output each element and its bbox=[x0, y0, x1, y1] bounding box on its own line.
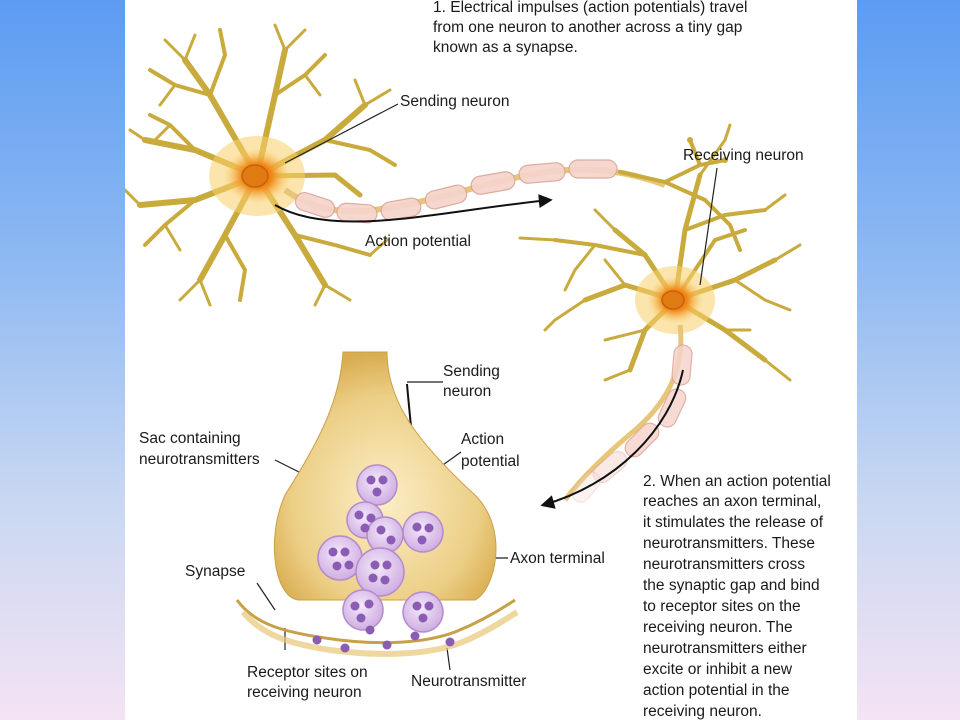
label-synapse: Synapse bbox=[185, 563, 245, 580]
receiving-membrane bbox=[235, 598, 516, 645]
receiving-membrane-inner bbox=[240, 609, 519, 657]
label-action-potential-2-line-2: potential bbox=[461, 453, 520, 470]
sending-neuron-nucleus bbox=[241, 164, 269, 188]
caption-bottom-line-10: excite or inhibit a new bbox=[643, 661, 793, 678]
diagram-panel: 1. Electrical impulses (action potential… bbox=[125, 0, 857, 720]
label-action-potential-2-line-1: Action bbox=[461, 431, 504, 448]
neurotransmitter-particles bbox=[312, 475, 455, 653]
receiving-neuron-nucleus bbox=[661, 290, 685, 310]
caption-bottom-line-12: receiving neuron. bbox=[643, 703, 762, 720]
caption-bottom-line-5: neurotransmitters cross bbox=[643, 556, 805, 573]
caption-bottom: 2. When an action potential reaches an a… bbox=[643, 473, 831, 720]
label-neurotransmitter: Neurotransmitter bbox=[411, 673, 526, 690]
label-sac-line-1: Sac containing bbox=[139, 430, 241, 447]
label-sending-neuron-2-line-2: neuron bbox=[443, 383, 491, 400]
caption-bottom-line-7: to receptor sites on the bbox=[643, 598, 801, 615]
label-sac-line-2: neurotransmitters bbox=[139, 451, 260, 468]
label-receiving-neuron: Receiving neuron bbox=[683, 147, 804, 164]
caption-bottom-line-11: action potential in the bbox=[643, 682, 790, 699]
caption-top-line-1: 1. Electrical impulses (action potential… bbox=[433, 0, 747, 16]
label-axon-terminal: Axon terminal bbox=[510, 550, 605, 567]
receiving-axon-arrow bbox=[540, 369, 684, 509]
sending-axon bbox=[283, 137, 742, 252]
label-receptor-sites-line-2: receiving neuron bbox=[247, 684, 362, 701]
label-sending-neuron: Sending neuron bbox=[400, 93, 509, 110]
caption-bottom-line-8: receiving neuron. The bbox=[643, 619, 793, 636]
action-potential-arrow bbox=[274, 194, 553, 223]
caption-bottom-line-9: neurotransmitters either bbox=[643, 640, 807, 657]
caption-top-line-2: from one neuron to another across a tiny… bbox=[433, 19, 742, 36]
caption-bottom-line-2: reaches an axon terminal, bbox=[643, 493, 821, 510]
caption-bottom-line-6: the synaptic gap and bind bbox=[643, 577, 820, 594]
caption-top: 1. Electrical impulses (action potential… bbox=[433, 0, 747, 56]
caption-bottom-line-3: it stimulates the release of bbox=[643, 514, 824, 531]
label-receptor-sites-line-1: Receptor sites on bbox=[247, 664, 368, 681]
label-action-potential: Action potential bbox=[365, 233, 471, 250]
receiving-axon bbox=[563, 324, 693, 503]
neuron-synapse-diagram: 1. Electrical impulses (action potential… bbox=[125, 0, 831, 720]
caption-bottom-line-4: neurotransmitters. These bbox=[643, 535, 815, 552]
label-sending-neuron-2-line-1: Sending bbox=[443, 363, 500, 380]
vesicles bbox=[317, 464, 444, 633]
caption-top-line-3: known as a synapse. bbox=[433, 39, 578, 56]
caption-bottom-line-1: 2. When an action potential bbox=[643, 473, 831, 490]
